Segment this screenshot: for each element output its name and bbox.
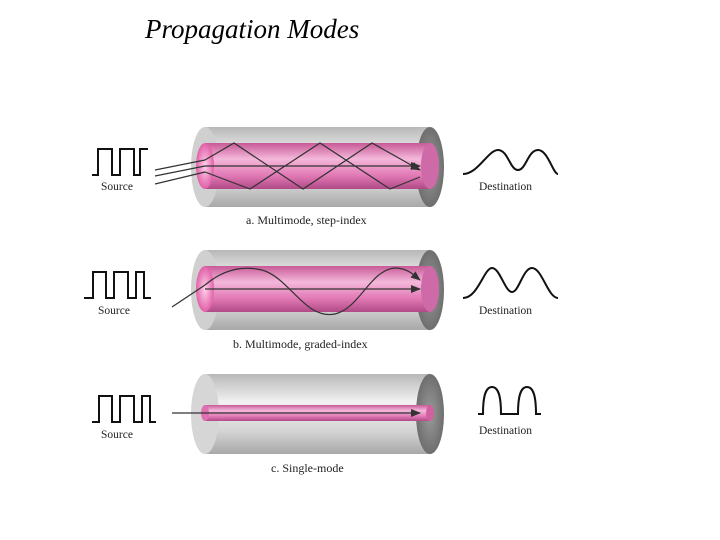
- slide-title: Propagation Modes: [145, 14, 360, 44]
- panel-caption: a. Multimode, step-index: [246, 213, 367, 227]
- fiber-step-index: [191, 127, 444, 207]
- panel-c-single-mode: Source Destination c. Single-mode: [92, 374, 541, 475]
- fiber-graded-index: [191, 250, 444, 330]
- destination-label: Destination: [479, 305, 532, 317]
- destination-pulse-icon: [478, 385, 541, 415]
- source-pulse-icon: [84, 271, 151, 299]
- source-label: Source: [101, 181, 133, 193]
- source-label: Source: [101, 429, 133, 441]
- fiber-single-mode: [191, 374, 444, 454]
- panel-caption: b. Multimode, graded-index: [233, 337, 368, 351]
- destination-pulse-icon: [462, 266, 559, 299]
- destination-label: Destination: [479, 181, 532, 193]
- source-label: Source: [98, 305, 130, 317]
- destination-pulse-icon: [462, 148, 559, 175]
- panel-caption: c. Single-mode: [271, 461, 344, 475]
- light-rays: [171, 267, 421, 316]
- source-pulse-icon: [92, 395, 156, 423]
- panel-a-step-index: Source Destination a. Multimode, step-in…: [92, 127, 559, 227]
- destination-label: Destination: [479, 425, 532, 437]
- light-rays: [154, 142, 421, 190]
- panel-b-graded-index: Source Destination b. Multimode, graded-…: [84, 250, 559, 351]
- source-pulse-icon: [92, 148, 148, 176]
